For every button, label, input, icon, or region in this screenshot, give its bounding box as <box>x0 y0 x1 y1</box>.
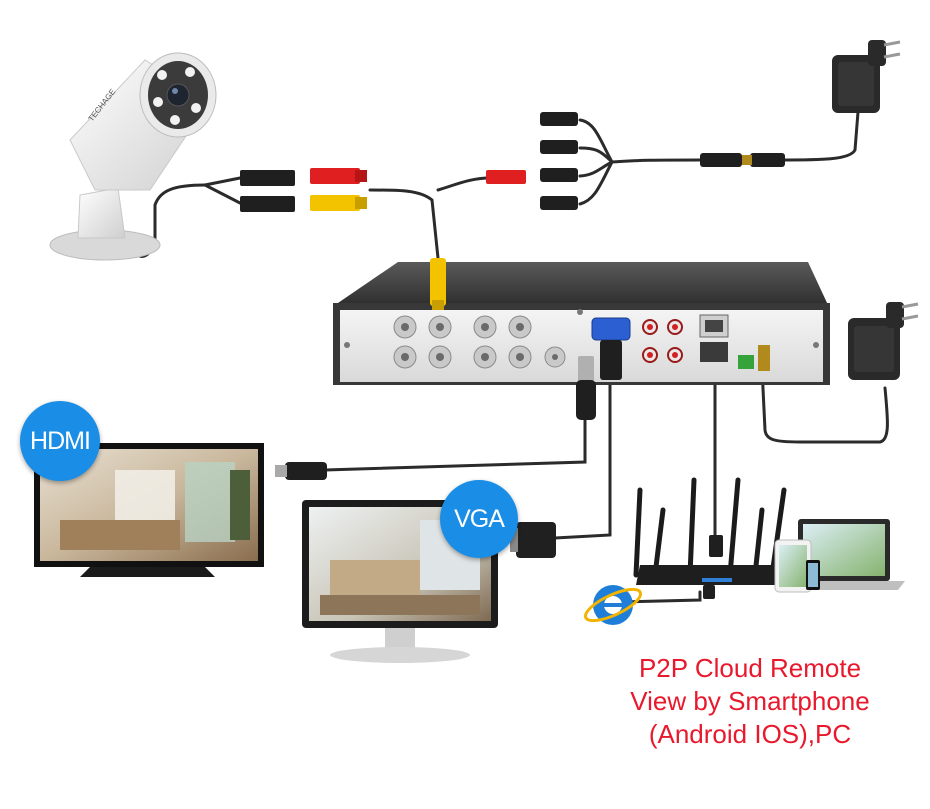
power-adapter-icon <box>832 40 901 113</box>
monitor-icon <box>302 500 498 663</box>
caption-line-2: View by Smartphone <box>630 686 870 716</box>
hdmi-badge-label: HDMI <box>30 426 91 455</box>
cctv-camera-icon: TECHAGE <box>49 52 217 261</box>
cables <box>130 110 889 604</box>
caption-line-1: P2P Cloud Remote <box>638 653 862 683</box>
p2p-caption: P2P Cloud Remote View by Smartphone (And… <box>600 652 900 751</box>
caption-line-3: (Android IOS),PC <box>648 719 852 749</box>
wifi-router-icon <box>633 477 787 585</box>
hdmi-connector <box>576 356 596 420</box>
network-plug <box>703 535 723 599</box>
smartphone-icon <box>806 560 820 590</box>
hdmi-plug <box>275 462 327 480</box>
vga-connector <box>510 340 622 558</box>
tablet-icon <box>774 539 812 593</box>
ie-browser-icon <box>583 585 643 625</box>
camera-connectors <box>240 168 526 212</box>
power-splitter <box>540 112 785 210</box>
vga-badge: VGA <box>440 480 518 558</box>
power-adapter-icon <box>848 302 919 380</box>
hdmi-badge: HDMI <box>20 401 100 481</box>
vga-badge-label: VGA <box>454 504 505 533</box>
